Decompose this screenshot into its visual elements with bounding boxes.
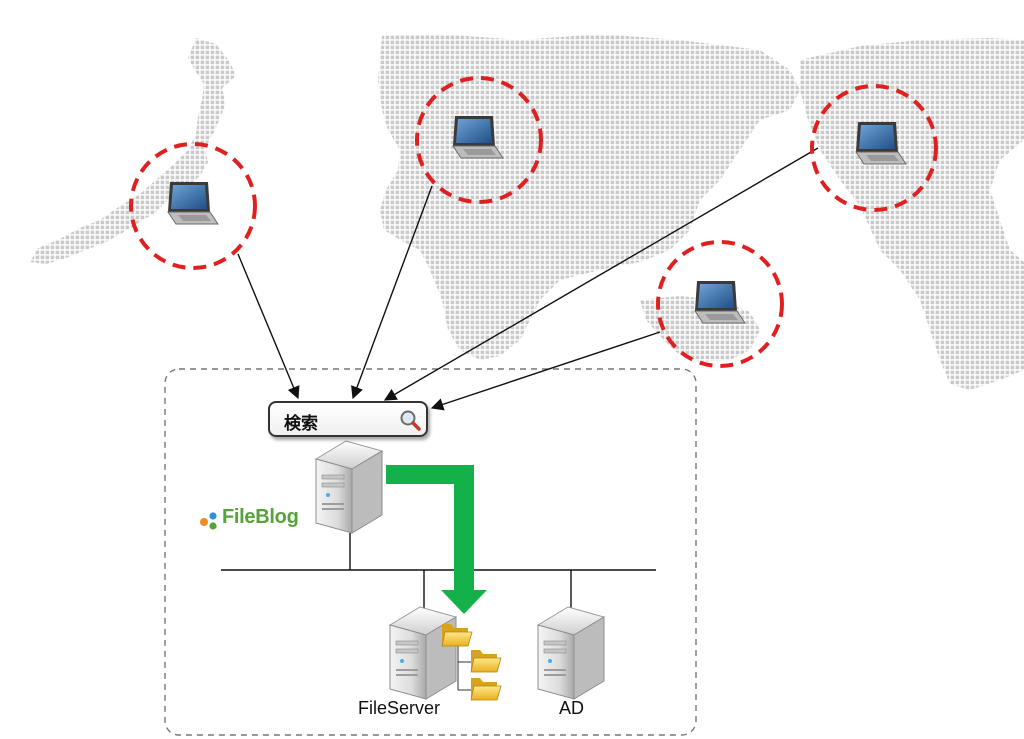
network-bus xyxy=(221,533,656,610)
folder-tree xyxy=(441,623,502,701)
server-icon xyxy=(315,440,383,534)
client-oceania xyxy=(656,240,784,368)
client-europe xyxy=(415,76,543,204)
ad-label: AD xyxy=(559,698,585,718)
client-ring xyxy=(129,142,257,270)
fileserver-label: FileServer xyxy=(358,698,441,718)
fileblog-logo: FileBlog xyxy=(198,505,318,533)
connector-japan xyxy=(237,253,300,400)
connector-oceania xyxy=(430,331,661,411)
client-ring xyxy=(810,84,938,212)
folder-icon xyxy=(470,677,502,701)
client-connectors xyxy=(237,147,819,411)
connector-americas xyxy=(383,147,819,401)
server-icon xyxy=(537,606,605,700)
world-map xyxy=(30,34,1024,390)
map-americas xyxy=(800,38,1024,390)
client-ring xyxy=(415,76,543,204)
fileblog-dots-icon xyxy=(200,512,217,530)
search-label: 検索 xyxy=(284,414,318,434)
folder-icon xyxy=(470,649,502,673)
flow-arrow xyxy=(386,465,487,614)
map-japan xyxy=(30,38,236,264)
folder-icon xyxy=(441,623,473,647)
connector-europe xyxy=(351,185,433,400)
network-boundary xyxy=(164,368,697,736)
search-icon xyxy=(400,410,421,431)
client-americas xyxy=(810,84,938,212)
search-box[interactable]: 検索 xyxy=(268,401,428,437)
fileblog-wordmark: FileBlog xyxy=(222,506,299,528)
client-japan xyxy=(129,142,257,270)
map-eurasia-africa xyxy=(378,34,800,360)
server-icon xyxy=(389,606,457,700)
client-ring xyxy=(656,240,784,368)
